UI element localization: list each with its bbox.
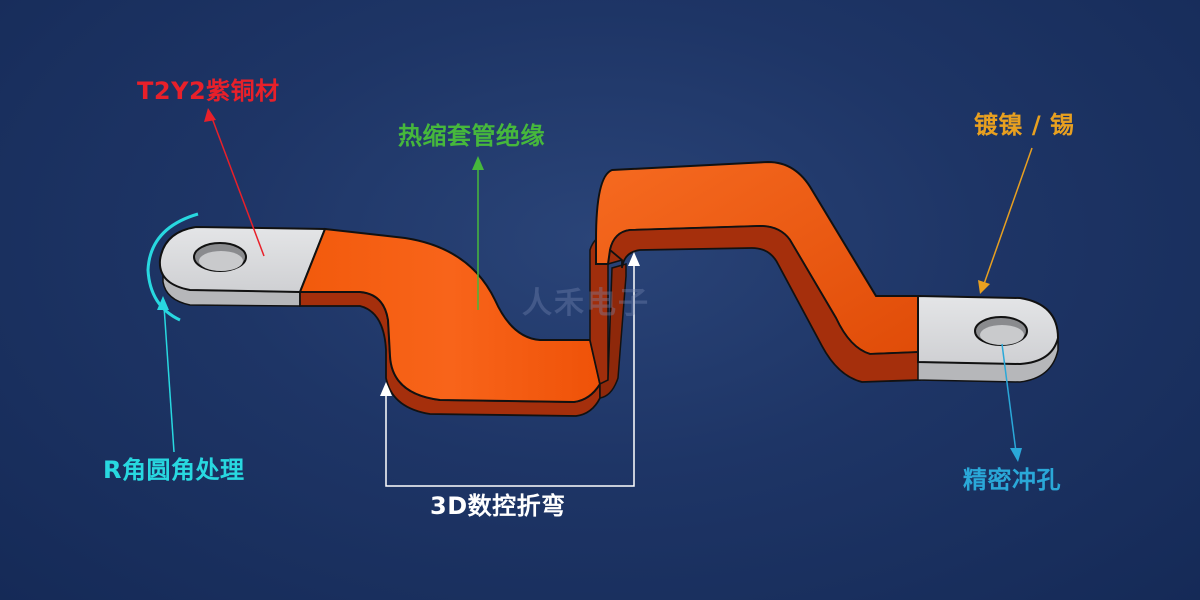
arrowhead-icon	[204, 108, 216, 122]
label-plating: 镀镍 / 锡	[974, 111, 1075, 139]
pointer-material	[204, 108, 265, 257]
label-r-corner: R角圆角处理	[103, 456, 245, 484]
arrowhead-icon	[1010, 448, 1022, 462]
pointer-sleeve	[472, 156, 484, 310]
pointer-plating	[978, 147, 1033, 294]
copper-riser-top	[595, 160, 921, 356]
copper-busbar-body	[298, 160, 921, 417]
label-material: T2Y2紫铜材	[137, 77, 280, 105]
mounting-hole-icon	[193, 242, 247, 272]
arrowhead-icon	[472, 156, 484, 170]
label-3d-cnc-bend: 3D数控折弯	[430, 492, 566, 520]
mounting-hole-icon	[974, 316, 1028, 346]
label-precision-punch: 精密冲孔	[963, 466, 1061, 494]
pointer-corner	[157, 296, 175, 453]
arrowhead-icon	[157, 296, 169, 310]
arrowhead-icon	[380, 382, 392, 396]
right-terminal-lug	[917, 294, 1060, 383]
watermark-text: 人禾电子	[522, 286, 650, 321]
copper-right-side	[609, 225, 921, 383]
pointer-bend	[380, 252, 640, 487]
pointer-punch	[1001, 343, 1022, 462]
arrowhead-icon	[628, 252, 640, 266]
left-terminal-lug	[158, 225, 327, 307]
arrowhead-icon	[978, 280, 990, 294]
label-heat-shrink-sleeve: 热缩套管绝缘	[398, 122, 545, 150]
copper-top-left	[298, 227, 602, 404]
